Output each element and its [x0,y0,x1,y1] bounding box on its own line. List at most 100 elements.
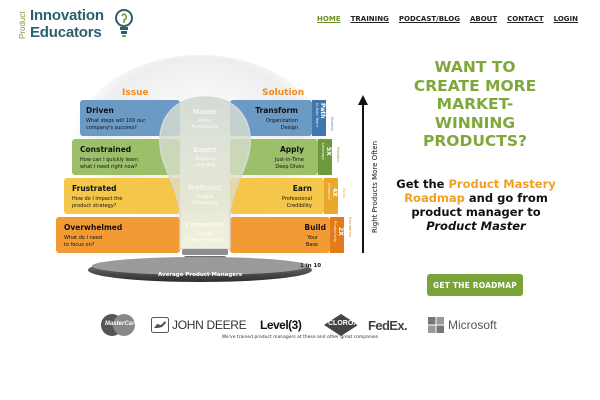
issue-line2-overwhelmed: to focus on? [64,242,95,248]
side-sub-overwhelmed: Productivity [333,221,337,243]
arrow-head-icon [358,95,368,105]
nav-training[interactable]: TRAINING [350,15,389,23]
solution-line1-constrained: Just-in-Time [274,157,304,163]
headline-line-2: CREATE MORE [413,76,537,95]
clients-caption: We've trained product managers at these … [221,335,379,340]
nav-podcast-blog[interactable]: PODCAST/BLOG [398,15,460,23]
bulb-title-expert: Expert [194,146,217,154]
subcopy-mid: and go from product manager to [411,191,548,219]
base-label: Average Product Managers [158,272,243,278]
bulb-line2-proficient: Influencing [192,200,218,206]
side-band-constrained [318,139,332,175]
hero-subcopy: Get the Product Mastery Roadmap and go f… [396,177,556,233]
site-header: Product Innovation Educators HOME TRAINI… [0,0,600,50]
improvement-arrow: Right Products More Often [358,95,379,253]
issue-header: Issue [122,88,149,98]
solution-line2-driven: Design [281,125,298,131]
bulb-line1-competent: Capable [196,231,215,237]
subcopy-highlight: Product Mastery Roadmap [404,177,556,205]
base-platform: Average Product Managers 1 in 10 [88,257,321,282]
issue-line2-constrained: what I need right now? [80,164,138,170]
bulb-line2-master: Architecting [191,124,219,130]
bulb-line2-competent: Comprehending [187,237,224,243]
tab-label-driven: Summit [330,117,334,132]
issue-title-driven: Driven [86,106,114,115]
issue-line2-frustrated: product strategy? [72,203,117,209]
issue-title-frustrated: Frustrated [72,184,117,193]
tab-label-overwhelmed: Foundation [348,217,352,237]
side-sub-constrained: Leverage [321,143,325,160]
microsoft-logo: Microsoft [428,312,497,338]
solution-band-constrained [230,139,318,175]
logo-line2: Educators [30,24,102,41]
clorox-text: CLOROX [328,320,358,327]
bulb-title-proficient: Proficient [189,184,222,192]
tab-label-frustrated: Focus [342,188,346,198]
side-sub-driven: to Exec Team [315,103,319,127]
side-title-constrained: 5X [325,147,332,156]
bulb-title-master: Master [193,108,217,116]
issue-line1-overwhelmed: What do I need [64,235,102,241]
subcopy-emphasis: Product Master [426,219,526,233]
issue-line1-frustrated: How do I impact the [72,196,122,202]
nav-contact[interactable]: CONTACT [507,15,544,23]
deer-icon [151,317,169,333]
solution-line2-constrained: Deep Dives [275,164,304,170]
mastercard-logo: MasterCard [99,312,139,338]
hero-headline: WANT TO CREATE MORE MARKET- WINNING PROD… [400,58,550,151]
row-driven: Driven What steps will 10X our company's… [80,100,334,136]
bulb-title-competent: Competent [186,221,225,229]
issue-band-driven [80,100,180,136]
product-mastery-infographic: Issue Solution Driven What steps will 10… [56,55,379,282]
lightbulb-base-ring1 [182,249,228,255]
solution-line2-overwhelmed: Base [306,242,318,248]
side-sub-frustrated: Influence [327,183,331,200]
headline-line-1: WANT TO [434,58,516,76]
level3-logo: Level(3) [260,312,302,338]
fedex-logo: FedEx. [368,312,408,338]
tab-label-constrained: Freedom [336,147,340,163]
bulb-line1-expert: Targeted [194,156,215,162]
mastercard-text: MasterCard [105,321,139,327]
solution-header: Solution [262,88,304,98]
clorox-diamond-icon [324,314,358,336]
issue-band-overwhelmed [56,217,180,253]
nav-home[interactable]: HOME [317,15,341,23]
issue-title-constrained: Constrained [80,145,131,154]
row-frustrated: Frustrated How do I impact the product s… [64,178,346,214]
side-band-overwhelmed [330,217,344,253]
issue-line2-driven: company's success? [86,125,137,131]
logo-line1: Innovation [30,7,104,24]
ratio-label: 1 in 10 [300,263,321,269]
nav-about[interactable]: ABOUT [469,15,498,23]
bulb-line1-master: Artful [199,118,212,124]
issue-band-constrained [72,139,180,175]
side-band-driven [312,100,326,136]
johndeere-logo: JOHN DEERE [151,312,247,338]
solution-band-frustrated [230,178,324,214]
site-logo[interactable]: Product Innovation Educators [18,6,138,44]
johndeere-text: JOHN DEERE [172,318,247,332]
mastercard-icon [101,314,135,336]
solution-line1-driven: Organization [266,118,298,124]
level3-text: Level(3) [260,318,302,332]
client-logos: MasterCard JOHN DEERE Level(3) CLOROX Fe… [95,312,515,342]
subcopy-pre: Get the [396,177,449,191]
solution-title-driven: Transform [255,106,298,115]
nav-login[interactable]: LOGIN [553,15,578,23]
bulb-line2-expert: Learning [195,162,215,168]
lightbulb-icon [115,9,133,37]
platform-top [92,257,308,275]
main-nav: HOME TRAINING PODCAST/BLOG ABOUT CONTACT… [317,15,578,23]
row-overwhelmed: Overwhelmed What do I need to focus on? … [56,217,352,253]
headline-line-3: MARKET- [436,95,514,113]
microsoft-windows-icon [428,317,444,333]
logo-product-text: Product [18,11,27,39]
solution-line2-frustrated: Credibility [287,203,312,209]
issue-line1-driven: What steps will 10X our [86,118,146,124]
headline-line-5: PRODUCTS? [422,132,528,150]
get-roadmap-button[interactable]: GET THE ROADMAP [427,274,523,296]
side-title-driven: Path [319,103,326,118]
solution-line1-overwhelmed: Your [306,235,319,241]
issue-title-overwhelmed: Overwhelmed [64,223,122,232]
